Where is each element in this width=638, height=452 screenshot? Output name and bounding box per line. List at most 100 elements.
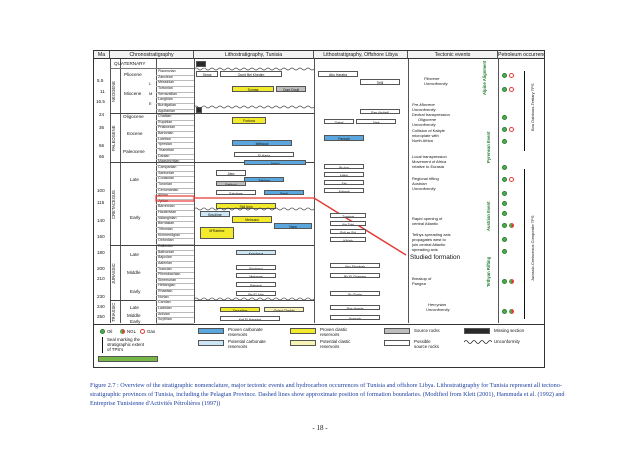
stage-name: Chattian — [158, 114, 172, 119]
tps-extent-bar — [524, 169, 525, 319]
stage-rule — [156, 153, 194, 155]
ma-value: 56 — [99, 143, 105, 148]
event-text: Unconformity — [426, 307, 450, 312]
event-text: Breakup of — [412, 276, 432, 281]
studied-formation-arrow — [155, 195, 407, 256]
stage-name: Carnian — [158, 300, 171, 305]
libya-unit: Sirt — [324, 180, 364, 185]
oil-dot-icon — [502, 73, 507, 78]
chart-bottom — [94, 324, 544, 325]
stage-name: Kimmeridgian — [158, 232, 180, 237]
stage-name: Hettangian — [158, 283, 176, 288]
libya-unit: Jdeir — [356, 119, 396, 124]
libya-unit: Alalgah — [324, 188, 364, 193]
event-text: Unconformity — [412, 122, 436, 127]
stage-rule — [156, 300, 194, 302]
legend-proven-carbonate: reservoirs — [228, 332, 248, 337]
stage-name: Anisian — [158, 311, 170, 316]
legend-proven-clastic: Proven clastic — [320, 327, 348, 332]
event-text: spreading axis — [412, 247, 438, 252]
divider — [120, 59, 121, 323]
stage-name: Cenomanian — [158, 187, 179, 192]
ma-value: 180 — [97, 250, 105, 255]
ma-value: 210 — [97, 276, 105, 281]
litho-unit: Fahdene — [216, 190, 256, 195]
libya-unit: Sidi as Sid — [330, 229, 366, 234]
stage-rule — [156, 294, 194, 296]
stage-rule — [156, 317, 194, 319]
event-text: relative to Eurasia — [412, 164, 445, 169]
legend-oil-icon — [100, 329, 105, 334]
stage-rule — [156, 221, 194, 223]
header-ma: Ma — [94, 51, 110, 59]
pyrenean-event: Pyrenean Event — [486, 131, 491, 163]
event-text: Unconformity — [424, 81, 448, 86]
oil-dot-icon — [502, 237, 507, 242]
stage-name: Zanclean — [158, 74, 173, 79]
litho-unit: Krachoua — [236, 250, 276, 255]
epoch-sub: M — [149, 91, 153, 96]
stage-rule — [156, 80, 194, 82]
stage-rule — [156, 125, 194, 127]
stage-name: Maastrichtian — [158, 159, 180, 164]
epoch: Eocene — [127, 131, 143, 136]
stage-name: Serravallian — [158, 91, 177, 96]
stage-name: Santonian — [158, 170, 175, 175]
libya-unit: Ras Abdjelil — [360, 109, 400, 114]
stage-rule — [156, 74, 194, 76]
stage-rule — [156, 255, 194, 257]
oil-dot-icon — [502, 201, 507, 206]
ma-value: 200 — [97, 266, 105, 271]
stage-name: Thanetian — [158, 148, 174, 153]
litho-unit: Sidi Aich — [216, 203, 276, 209]
divider — [110, 59, 111, 323]
event-text: Hercynian — [428, 302, 447, 307]
epoch: Middle — [127, 270, 141, 275]
epoch: Early — [130, 319, 141, 324]
divider — [408, 59, 409, 323]
ma-value: 100 — [97, 188, 105, 193]
ngl-dot-icon — [509, 309, 514, 314]
stage-name: Rhaetian — [158, 289, 173, 294]
event-text: North Africa — [412, 138, 433, 143]
epoch: Early — [130, 215, 141, 220]
stage-rule — [156, 176, 194, 178]
libya-unit: Mlthil — [324, 172, 364, 177]
stage-name: Piacenzian — [158, 69, 176, 73]
libya-unit: Tellil — [360, 79, 400, 85]
stage-name: Scythian — [158, 317, 172, 322]
oil-dot-icon — [502, 127, 507, 132]
legend-seal: of TPS's — [107, 347, 124, 352]
stage-name: Danian — [158, 153, 170, 158]
stage-rule — [156, 249, 194, 251]
epoch-sub: E — [149, 101, 152, 106]
boundary — [110, 113, 314, 114]
stage-rule — [156, 164, 194, 166]
event-text: Collision of Kabyle — [412, 128, 445, 133]
stage-name: Coniacian — [158, 176, 174, 181]
stage-name: Norian — [158, 294, 169, 299]
stage-name: Tithonian — [158, 227, 173, 232]
legend-missing: Missing section — [494, 328, 525, 333]
ma-value: 24 — [99, 112, 105, 117]
header-litho-tunisia: Lithostratigraphy, Tunisia — [194, 51, 314, 59]
epoch: Middle — [127, 313, 141, 318]
stage-name: Ladinian — [158, 306, 172, 311]
litho-unit: Meloussi — [232, 216, 272, 223]
stage-rule — [156, 170, 194, 172]
stage-rule — [156, 114, 194, 116]
boundary — [110, 300, 314, 301]
stage-rule — [156, 210, 194, 212]
event-text: Rapid opening of — [412, 216, 443, 221]
bou-dabbous-tps: Bou Dabbous-Tertiary TPS — [530, 83, 535, 131]
stage-name: Callovian — [158, 243, 173, 248]
header-tectonic: Tectonic events — [408, 51, 498, 59]
oil-dot-icon — [502, 211, 507, 216]
legend-seal-icon — [102, 337, 103, 353]
stage-name: Lutetian — [158, 136, 171, 141]
stage-rule — [156, 142, 194, 144]
stage-rule — [156, 198, 194, 200]
litho-unit: Boudinar — [200, 211, 230, 217]
ma-value: 5.5 — [97, 78, 104, 83]
stage-rule — [156, 311, 194, 313]
